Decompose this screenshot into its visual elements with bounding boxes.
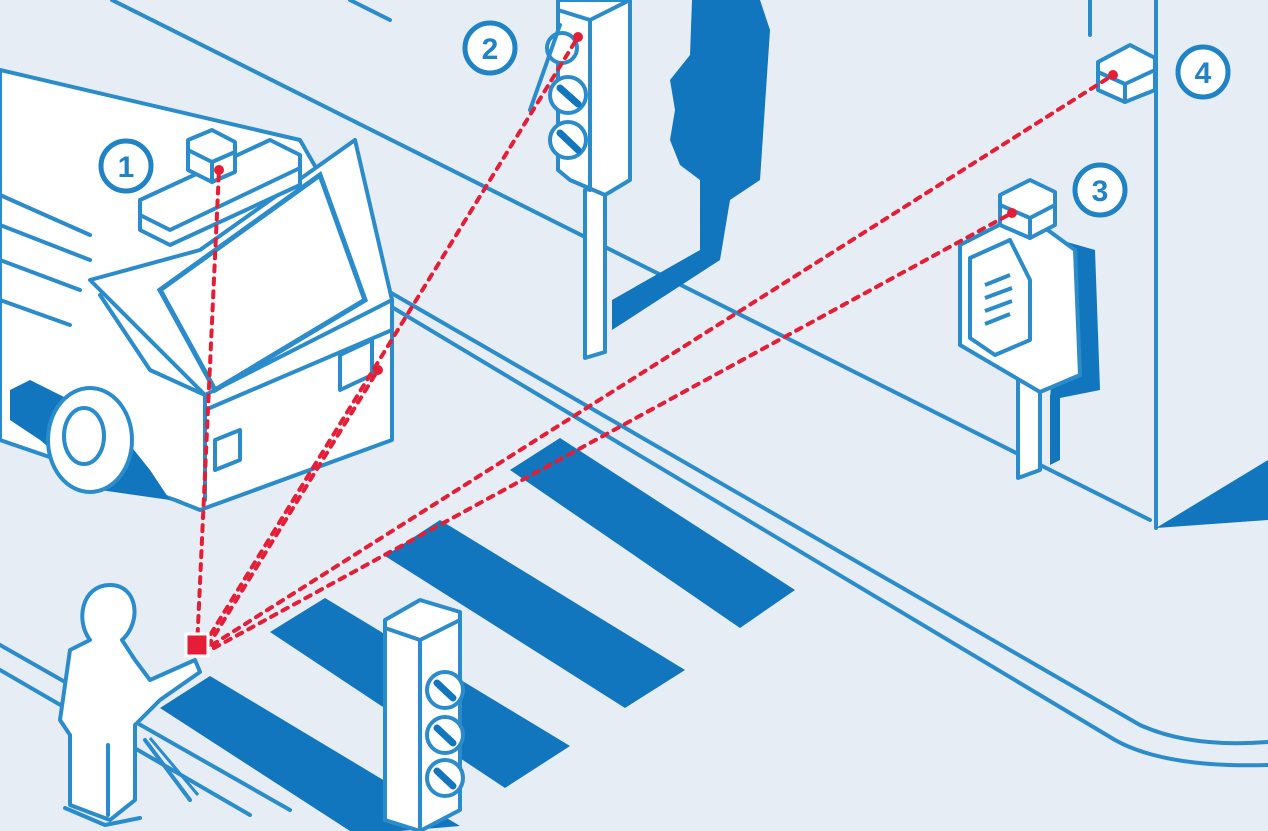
badge-2: 2: [465, 23, 515, 73]
emitter-dot: [1108, 70, 1118, 80]
emitter-dot: [214, 165, 224, 175]
svg-text:4: 4: [1195, 57, 1212, 90]
bus-wheel: [48, 388, 132, 492]
emitter-dot: [573, 32, 583, 42]
badge-1: 1: [101, 141, 151, 191]
emitter-dot: [1007, 208, 1017, 218]
svg-text:1: 1: [118, 151, 135, 184]
badge-3: 3: [1075, 165, 1125, 215]
bus-emitter: [188, 130, 235, 182]
svg-text:3: 3: [1092, 175, 1109, 208]
badge-4: 4: [1178, 47, 1228, 97]
pedestrian-signal: [385, 600, 463, 831]
receiver-device: [186, 634, 208, 656]
emitter-dot: [373, 365, 383, 375]
svg-text:2: 2: [482, 33, 499, 66]
